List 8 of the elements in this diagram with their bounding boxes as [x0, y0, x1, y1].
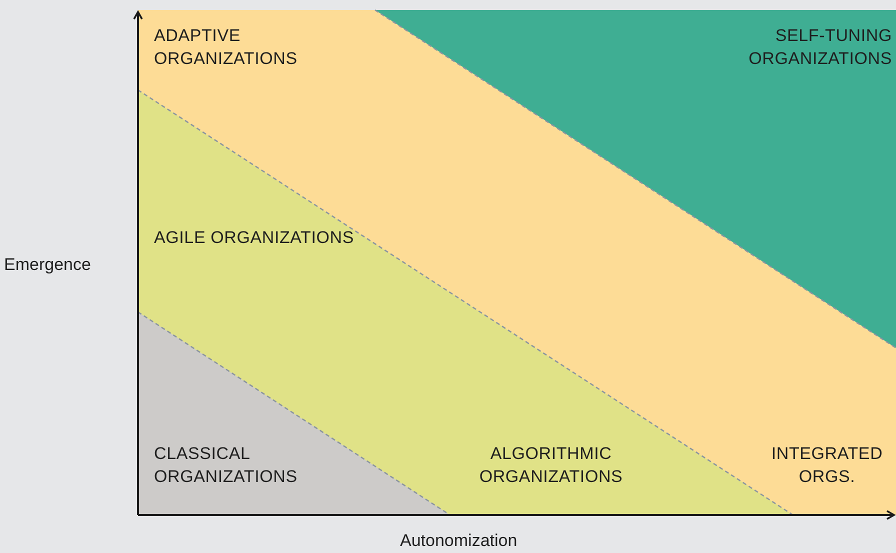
region-label: ADAPTIVE ORGANIZATIONS: [154, 25, 298, 70]
region-label: CLASSICAL ORGANIZATIONS: [154, 443, 298, 488]
region-label: SELF-TUNING ORGANIZATIONS: [748, 25, 892, 70]
region-label: INTEGRATED ORGS.: [770, 443, 884, 488]
axis-title: Emergence: [4, 254, 92, 276]
axis-title: Autonomization: [400, 530, 518, 552]
region-label: AGILE ORGANIZATIONS: [154, 227, 354, 249]
region-label: ALGORITHMIC ORGANIZATIONS: [478, 443, 624, 488]
